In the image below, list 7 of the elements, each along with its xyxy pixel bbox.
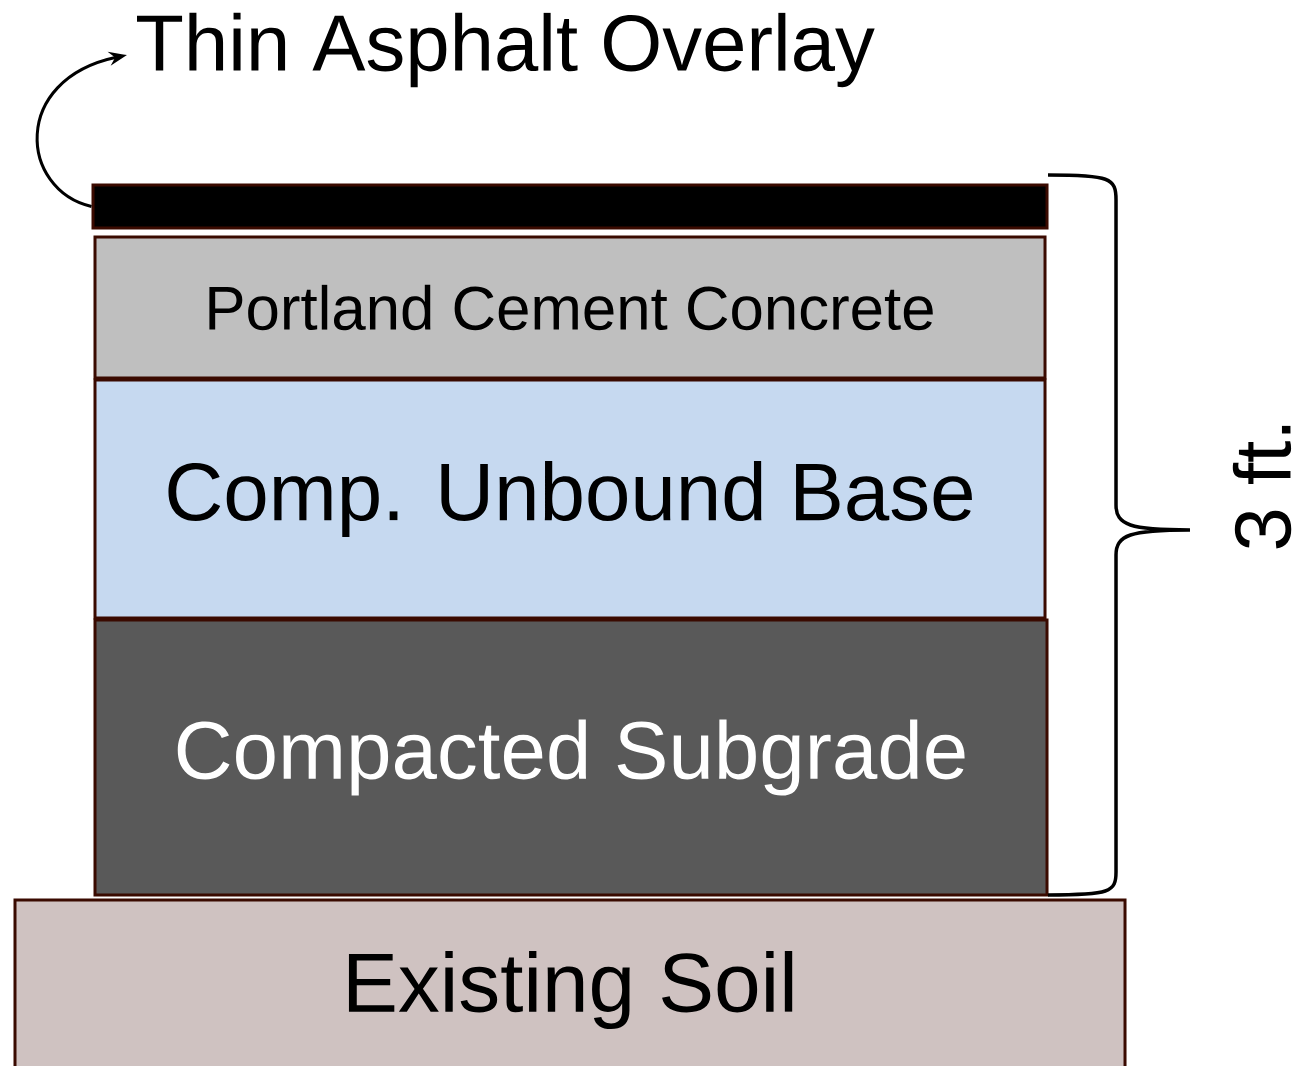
subgrade-layer: Compacted Subgrade	[93, 618, 1049, 897]
dimension-label: 3 ft.	[1232, 425, 1292, 549]
overlay-layer	[91, 183, 1049, 230]
base-layer: Comp. Unbound Base	[93, 378, 1047, 620]
text-label: Thin Asphalt Overlay	[137, 12, 875, 88]
concrete-layer: Portland Cement Concrete	[93, 235, 1047, 380]
soil-layer: Existing Soil	[13, 898, 1127, 1066]
